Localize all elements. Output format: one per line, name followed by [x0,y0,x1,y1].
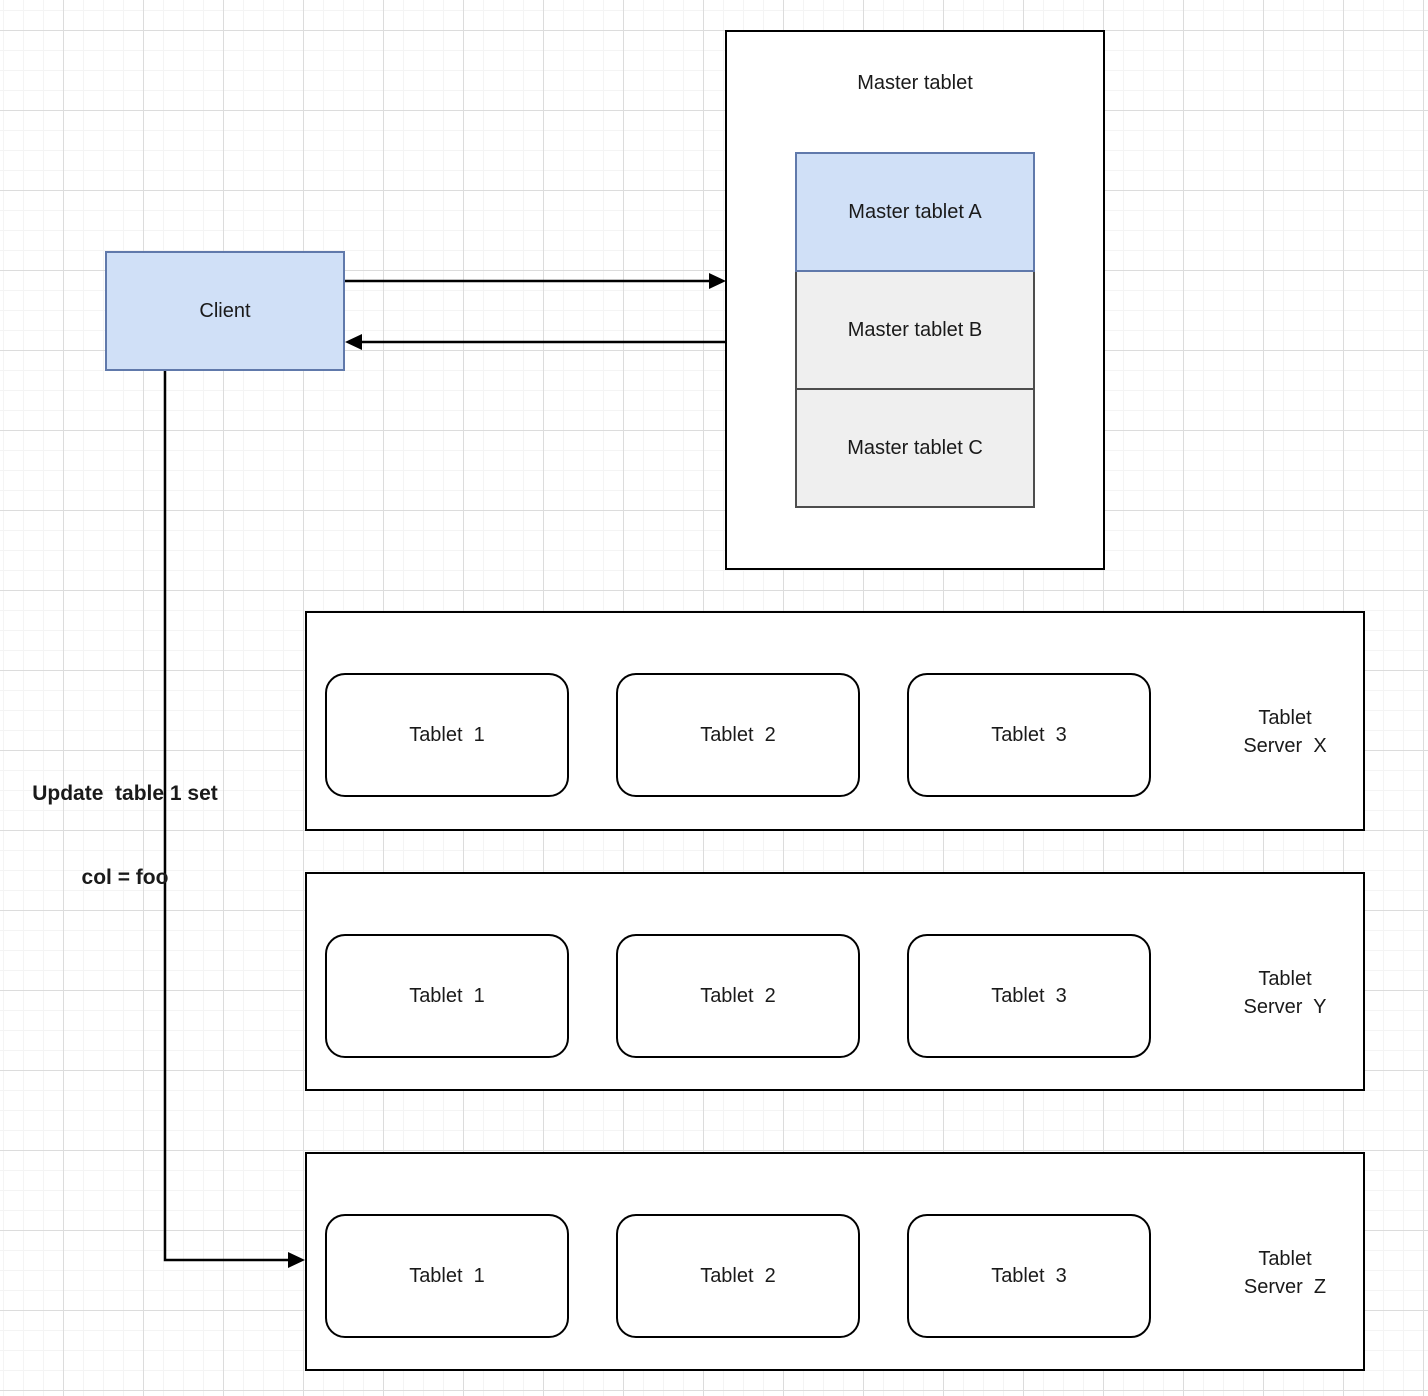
update-query-line2: col = foo [81,866,169,889]
client-box: Client [105,251,345,371]
tablet-label: Tablet 3 [991,723,1067,746]
tablet-box: Tablet 1 [325,934,569,1058]
tablet-label: Tablet 1 [409,723,485,746]
arrowhead-left-icon [345,334,362,350]
master-tablet-a-label: Master tablet A [848,200,982,223]
tablet-box: Tablet 1 [325,1214,569,1338]
tablet-label: Tablet 1 [409,984,485,1007]
tablet-label: Tablet 2 [700,723,776,746]
server-label-line2: Server Z [1243,1275,1327,1298]
tablet-label: Tablet 3 [991,1264,1067,1287]
client-label: Client [199,299,251,322]
master-tablet-c-label: Master tablet C [847,436,983,459]
master-tablet-b: Master tablet B [795,270,1035,390]
server-label-line1: Tablet [1258,967,1312,990]
tablet-box: Tablet 2 [616,934,860,1058]
tablet-label: Tablet 2 [700,984,776,1007]
tablet-server-y-label: Tablet Server Y [1185,874,1385,1089]
master-tablet-b-label: Master tablet B [847,318,983,341]
arrowhead-right-icon [709,273,726,289]
server-label-line2: Server Y [1243,995,1327,1018]
tablet-box: Tablet 2 [616,1214,860,1338]
tablet-server-z-box: Tablet 1 Tablet 2 Tablet 3 Tablet Server… [305,1152,1365,1371]
tablet-server-x-label: Tablet Server X [1185,613,1385,829]
tablet-server-x-box: Tablet 1 Tablet 2 Tablet 3 Tablet Server… [305,611,1365,831]
tablet-label: Tablet 3 [991,984,1067,1007]
master-tablet-box: Master tablet Master tablet A Master tab… [725,30,1105,570]
server-label-line1: Tablet [1258,1247,1312,1270]
tablet-box: Tablet 3 [907,934,1151,1058]
tablet-label: Tablet 2 [700,1264,776,1287]
tablet-box: Tablet 3 [907,673,1151,797]
update-query-line1: Update table 1 set [32,782,218,805]
tablet-server-z-label: Tablet Server Z [1185,1154,1385,1369]
arrow-master-to-client [345,334,725,350]
arrow-client-to-master [345,273,726,289]
tablet-box: Tablet 1 [325,673,569,797]
tablet-label: Tablet 1 [409,1264,485,1287]
update-query-annotation: Update table 1 set col = foo [5,724,245,920]
server-label-line2: Server X [1243,735,1327,757]
tablet-box: Tablet 2 [616,673,860,797]
master-tablet-c: Master tablet C [795,388,1035,508]
server-label-line1: Tablet [1258,707,1312,729]
master-tablet-a: Master tablet A [795,152,1035,272]
tablet-box: Tablet 3 [907,1214,1151,1338]
arrowhead-right-icon [288,1252,305,1268]
tablet-server-y-box: Tablet 1 Tablet 2 Tablet 3 Tablet Server… [305,872,1365,1091]
master-tablet-stack: Master tablet A Master tablet B Master t… [795,152,1035,508]
master-tablet-title: Master tablet [857,72,973,94]
